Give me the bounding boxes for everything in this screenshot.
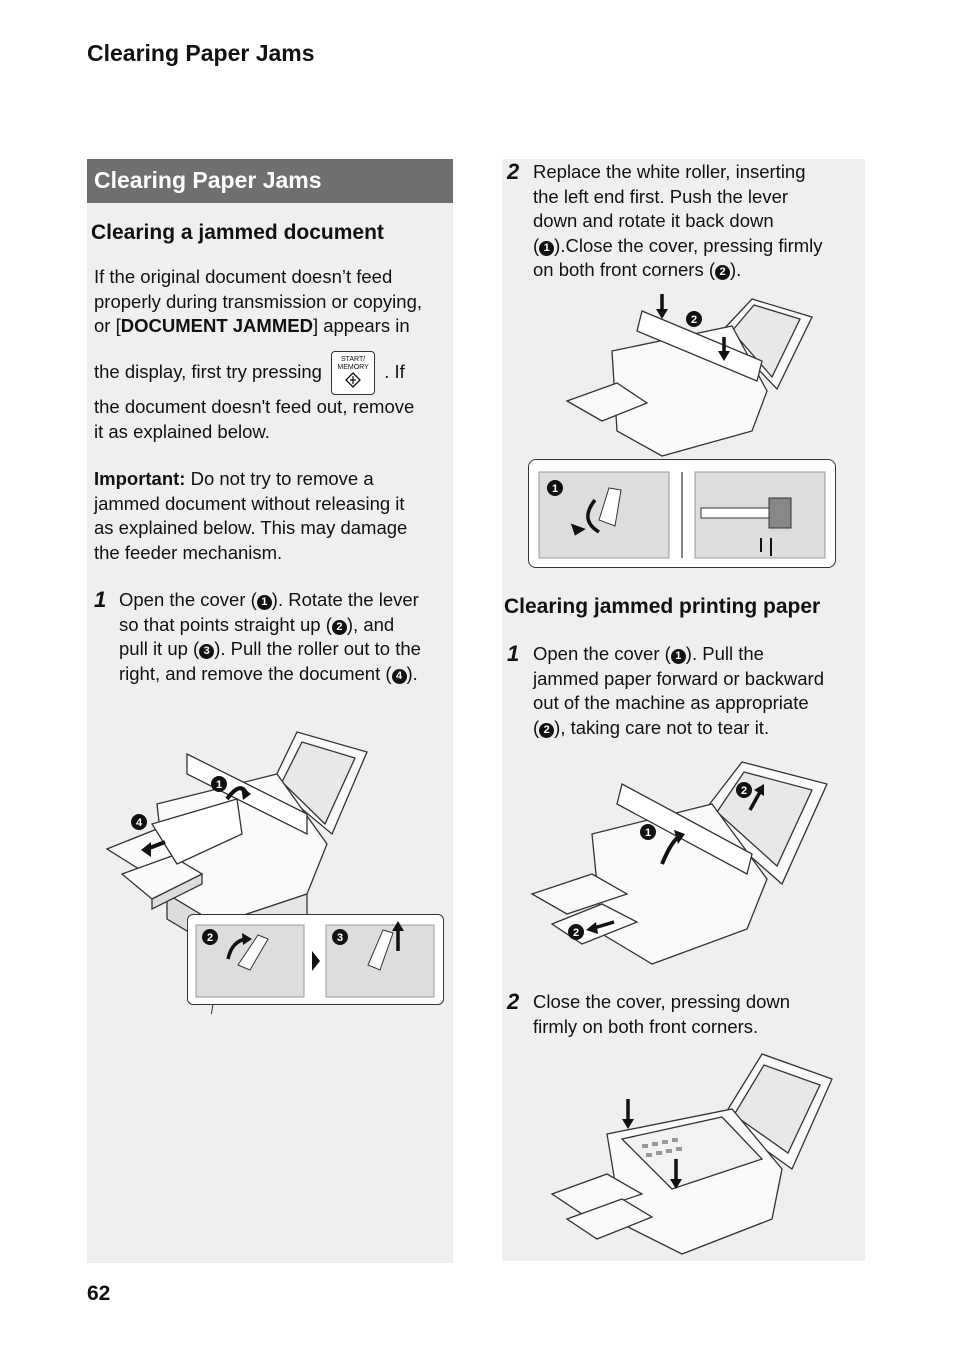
left-column: Clearing Paper Jams Clearing a jammed do… (87, 159, 453, 1263)
section-title: Clearing Paper Jams (87, 159, 453, 203)
paper-step-1-instructions: Open the cover (1). Pull the jammed pape… (533, 643, 824, 738)
marker-1: 1 (216, 779, 222, 791)
intro-line: it as explained below. (94, 420, 270, 442)
marker-3: 3 (337, 932, 343, 944)
marker-1: 1 (552, 483, 558, 495)
marker-2: 2 (715, 265, 731, 280)
marker-2: 2 (331, 619, 347, 635)
marker-2: 2 (691, 314, 697, 326)
intro-paragraph: If the original document doesn’t feed pr… (94, 265, 422, 339)
marker-3: 3 (199, 644, 215, 659)
marker-4: 4 (136, 817, 143, 829)
fax-open-cover-illustration: 1 4 (105, 731, 368, 1014)
intro-paragraph-2: the display, first try pressing START/ME… (94, 349, 414, 444)
fax-closed-illustration (550, 1053, 833, 1255)
marker-2: 2 (539, 722, 555, 738)
paper-step-2-instructions: Close the cover, pressing down firmly on… (533, 991, 791, 1037)
roller-inset-panel: 1 (528, 459, 836, 568)
right-column: 2 Replace the white roller, inserting th… (502, 159, 865, 1261)
lever-inset-panel: 2 3 (187, 914, 444, 1005)
marker-2: 2 (207, 932, 213, 944)
step-number: 1 (94, 587, 107, 612)
subhead-jammed-printing-paper: Clearing jammed printing paper (504, 595, 821, 618)
intro-line: If the original document doesn’t feed (94, 266, 393, 287)
intro-line: the display, first try pressing START/ME… (94, 349, 414, 396)
marker-2: 2 (741, 785, 747, 797)
step-number: 2 (507, 159, 520, 184)
marker-1: 1 (539, 240, 555, 256)
intro-line: properly during transmission or copying, (94, 290, 423, 312)
intro-line: the document doesn't feed out, remove (94, 396, 415, 417)
step-2-instructions: Replace the white roller, inserting the … (533, 161, 823, 280)
step-1-instructions: Open the cover (1). Rotate the lever so … (119, 589, 421, 684)
subhead-jammed-document: Clearing a jammed document (91, 221, 384, 244)
intro-line: or [DOCUMENT JAMMED] appears in (94, 315, 410, 336)
marker-1: 1 (645, 827, 651, 839)
fax-paper-jam-illustration: 1 2 2 (530, 761, 828, 965)
step-number: 2 (507, 989, 520, 1014)
running-header: Clearing Paper Jams (87, 40, 315, 66)
marker-4: 4 (391, 668, 407, 684)
important-note: Important: Do not try to remove a jammed… (94, 468, 408, 563)
marker-1: 1 (256, 595, 272, 610)
step-number: 1 (507, 641, 520, 666)
fax-close-cover-illustration: 2 (565, 294, 813, 457)
page-number: 62 (87, 1282, 111, 1305)
marker-2: 2 (573, 927, 579, 939)
start-memory-key-icon: START/MEMORY (331, 351, 376, 396)
marker-1: 1 (670, 649, 686, 664)
